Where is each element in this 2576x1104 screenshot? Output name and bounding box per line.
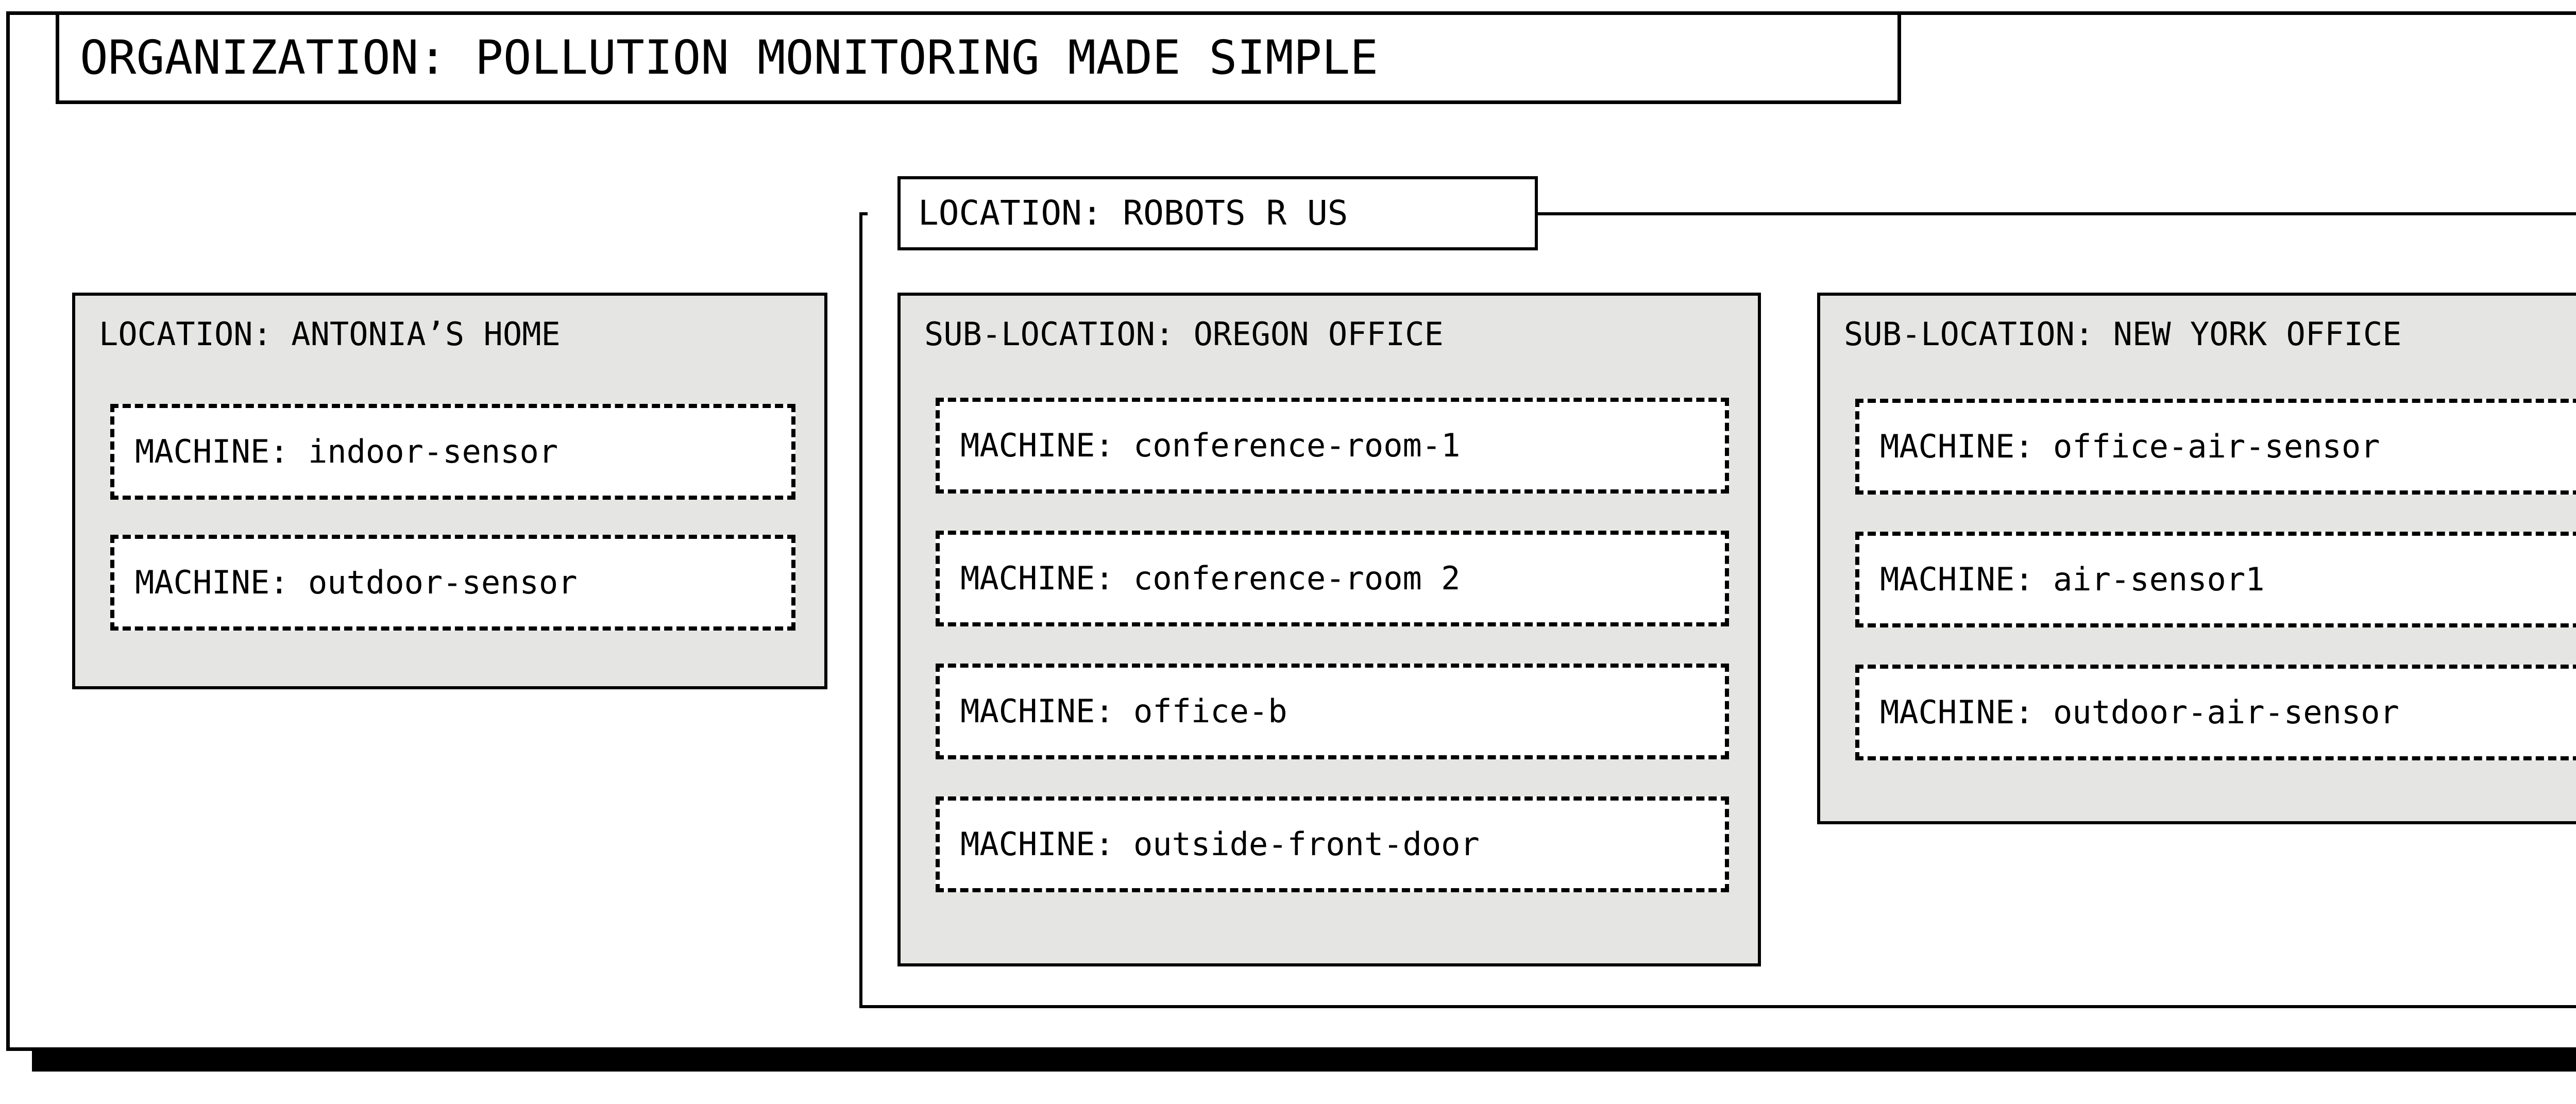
machine-box-office-b[interactable]: MACHINE: office-b [936, 664, 1729, 759]
organization-title-chip: ORGANIZATION: POLLUTION MONITORING MADE … [56, 11, 1901, 104]
machine-label-outside-front-door: MACHINE: outside-front-door [960, 825, 1480, 863]
machine-label-office-air-sensor: MACHINE: office-air-sensor [1880, 428, 2380, 465]
machine-label-outdoor-sensor: MACHINE: outdoor-sensor [135, 564, 578, 601]
machine-label-air-sensor1: MACHINE: air-sensor1 [1880, 561, 2265, 598]
sublocation-title-new-york-office: SUB-LOCATION: NEW YORK OFFICE [1844, 315, 2402, 353]
machine-box-outdoor-air-sensor[interactable]: MACHINE: outdoor-air-sensor [1855, 665, 2576, 760]
location-group-antonias-home: LOCATION: ANTONIA’S HOME MACHINE: indoor… [72, 293, 827, 689]
location-title-robots-r-us: LOCATION: ROBOTS R US [918, 193, 1348, 233]
sublocation-title-oregon-office: SUB-LOCATION: OREGON OFFICE [924, 315, 1444, 353]
machine-box-conference-room-2[interactable]: MACHINE: conference-room 2 [936, 531, 1729, 626]
machine-label-conference-room-1: MACHINE: conference-room-1 [960, 427, 1461, 464]
machine-label-indoor-sensor: MACHINE: indoor-sensor [135, 433, 558, 470]
machine-box-outdoor-sensor[interactable]: MACHINE: outdoor-sensor [110, 535, 795, 631]
machine-box-office-air-sensor[interactable]: MACHINE: office-air-sensor [1855, 399, 2576, 495]
machine-box-conference-room-1[interactable]: MACHINE: conference-room-1 [936, 398, 1729, 494]
location-title-antonias-home: LOCATION: ANTONIA’S HOME [99, 315, 561, 353]
machine-box-air-sensor1[interactable]: MACHINE: air-sensor1 [1855, 532, 2576, 627]
location-title-chip-robots-r-us: LOCATION: ROBOTS R US [897, 176, 1538, 250]
machine-label-conference-room-2: MACHINE: conference-room 2 [960, 559, 1461, 597]
machine-box-outside-front-door[interactable]: MACHINE: outside-front-door [936, 796, 1729, 892]
organization-title: ORGANIZATION: POLLUTION MONITORING MADE … [80, 30, 1379, 85]
sublocation-group-new-york-office: SUB-LOCATION: NEW YORK OFFICE MACHINE: o… [1817, 293, 2576, 824]
sublocation-group-oregon-office: SUB-LOCATION: OREGON OFFICE MACHINE: con… [897, 293, 1761, 966]
machine-label-office-b: MACHINE: office-b [960, 692, 1287, 730]
machine-label-outdoor-air-sensor: MACHINE: outdoor-air-sensor [1880, 693, 2399, 731]
machine-box-indoor-sensor[interactable]: MACHINE: indoor-sensor [110, 404, 795, 500]
